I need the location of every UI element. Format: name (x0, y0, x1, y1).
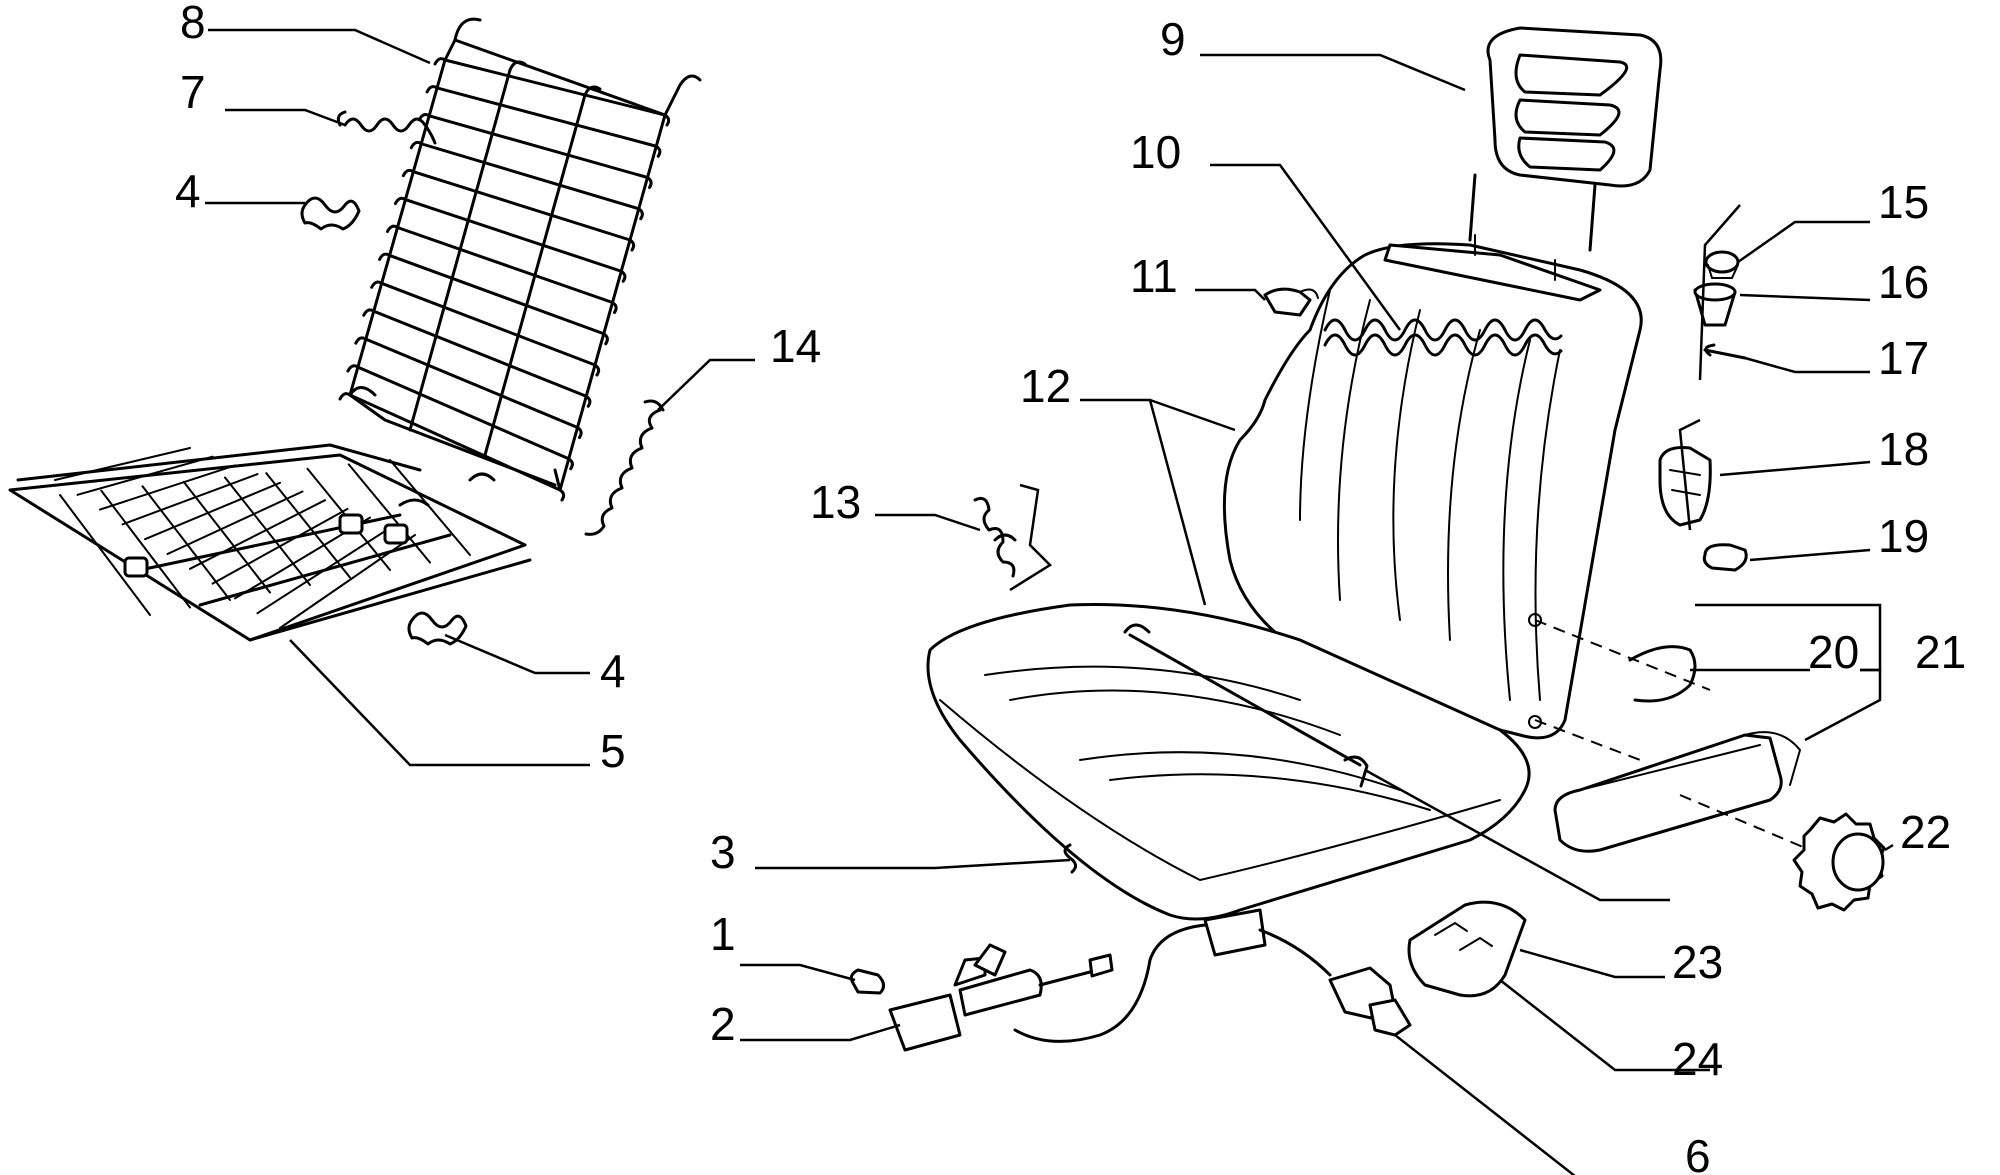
coil-spring-4-upper (300, 196, 361, 231)
frame-rung (76, 455, 214, 496)
coil-spring-4-lower (407, 611, 468, 646)
frame-rung (265, 472, 351, 579)
frame-rung (425, 85, 662, 158)
frame-rung (189, 499, 326, 570)
callout-14: 14 (770, 320, 821, 372)
callout-16: 16 (1878, 256, 1929, 308)
callout-17: 17 (1878, 332, 1929, 384)
callout-19: 19 (1878, 510, 1929, 562)
frame-rung (100, 489, 191, 609)
callout-20: 20 (1808, 626, 1859, 678)
callout-13: 13 (810, 476, 861, 528)
callout-4-upper: 4 (175, 165, 201, 217)
frame-rung (401, 168, 636, 252)
frame-rung (362, 308, 592, 408)
callout-18: 18 (1878, 423, 1929, 475)
callout-3: 3 (710, 826, 736, 878)
frame-rung (347, 463, 431, 564)
frame-rung (378, 252, 609, 346)
callout-11: 11 (1130, 250, 1178, 302)
frame-rung (121, 473, 259, 526)
knob-22 (1792, 812, 1886, 912)
frame-rung (370, 280, 601, 377)
callout-22: 22 (1900, 806, 1951, 858)
hinge-spring-13 (973, 496, 1017, 578)
frame-rung (166, 490, 304, 555)
seat-spring-frame (8, 443, 532, 642)
frame-rung (354, 336, 583, 439)
callout-4-lower: 4 (600, 645, 626, 697)
frame-rung (346, 364, 574, 471)
frame-rung (386, 224, 618, 314)
clip-11 (1263, 287, 1319, 317)
frame-rung (389, 459, 471, 556)
frame-rung (224, 476, 311, 586)
frame-rung (59, 494, 151, 616)
callout-1: 1 (710, 908, 736, 960)
callout-23: 23 (1672, 936, 1723, 988)
callout-15: 15 (1878, 176, 1929, 228)
callout-21: 21 (1915, 626, 1966, 678)
callout-24: 24 (1672, 1033, 1723, 1085)
frame-rung (393, 196, 627, 283)
callout-10: 10 (1130, 126, 1181, 178)
side-cover-24 (1407, 900, 1527, 998)
backrest-spring-frame (338, 17, 702, 502)
callout-labels: 8 7 4 14 4 5 9 10 11 12 13 15 16 17 18 1… (175, 0, 1966, 1175)
frame-rung (141, 485, 231, 601)
lever-handle-6 (1258, 928, 1412, 1037)
callout-2: 2 (710, 998, 736, 1050)
callout-8: 8 (180, 0, 206, 48)
headrest (1468, 26, 1663, 252)
callout-12: 12 (1020, 360, 1071, 412)
frame-rung (182, 480, 271, 594)
leader-lines (205, 28, 1894, 1175)
callout-6: 6 (1685, 1130, 1711, 1175)
frame-rung (417, 113, 653, 189)
callout-9: 9 (1160, 13, 1186, 65)
frame-rung (409, 140, 644, 221)
wire-clip-20 (1628, 645, 1697, 703)
frame-rung (54, 447, 191, 481)
frame-rung (99, 464, 236, 511)
frame-rung (338, 392, 566, 502)
callout-7: 7 (180, 66, 206, 118)
long-spring-14 (584, 399, 665, 536)
callout-5: 5 (600, 725, 626, 777)
frame-rung (433, 57, 671, 127)
seat-assembly (926, 234, 1643, 957)
frame-rung (144, 481, 281, 541)
recliner-mechanism (849, 843, 1207, 1052)
armrest (1528, 613, 1811, 853)
